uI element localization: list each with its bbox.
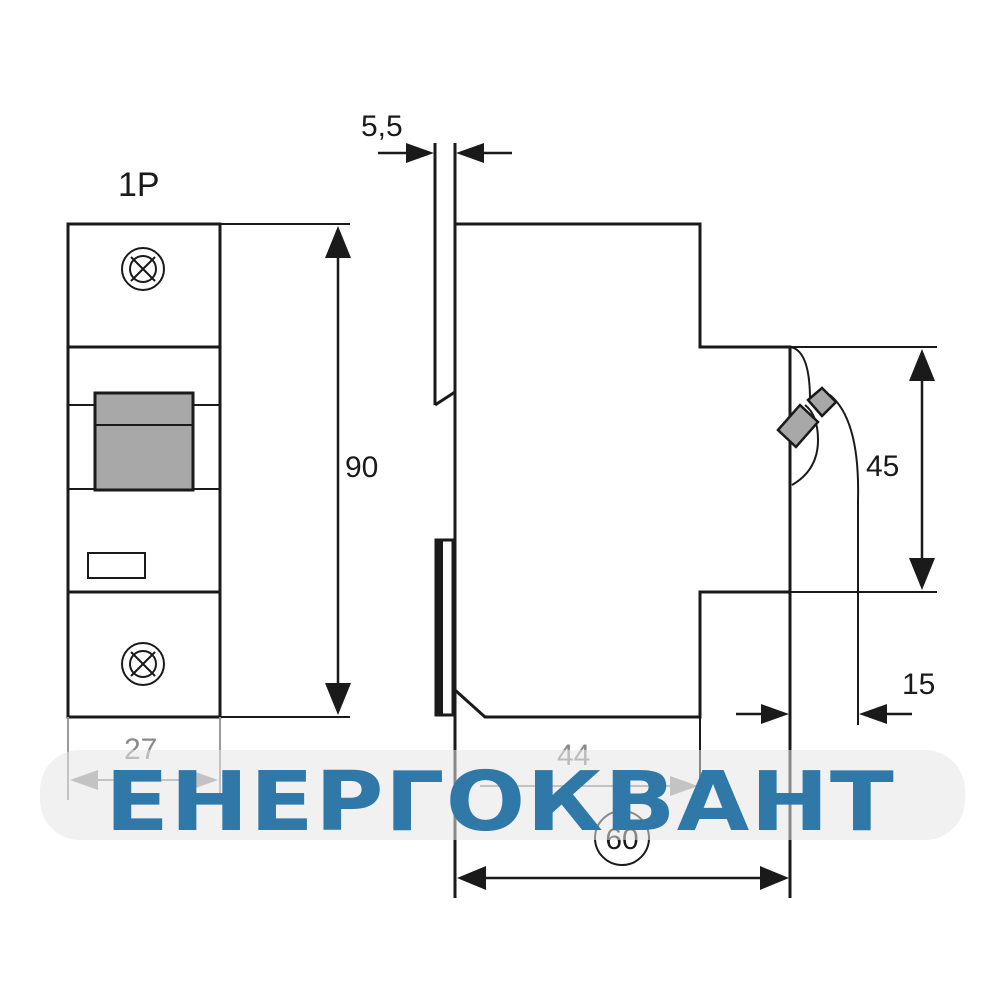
watermark-band bbox=[40, 750, 965, 840]
indicator-window bbox=[87, 552, 146, 579]
lever-zone-dimension: 45 bbox=[790, 346, 937, 593]
body-profile-upper bbox=[455, 222, 792, 898]
body-profile-lower bbox=[453, 590, 790, 719]
height-value: 90 bbox=[345, 451, 378, 484]
height-dimension: 90 bbox=[220, 223, 378, 718]
lever-offset-value: 15 bbox=[902, 668, 935, 701]
front-view: 1P bbox=[66, 166, 378, 800]
rail-clip-dimension: 5,5 bbox=[361, 110, 512, 163]
side-handle bbox=[776, 386, 838, 449]
bottom-screw-icon bbox=[121, 642, 165, 686]
toggle-handle bbox=[93, 391, 195, 492]
rail-clip-value: 5,5 bbox=[361, 110, 403, 143]
top-screw-icon bbox=[121, 247, 165, 291]
watermark: ЕНЕРГОКВАНТ bbox=[40, 750, 965, 850]
lever-offset-dimension: 15 bbox=[736, 668, 935, 724]
lever-zone-value: 45 bbox=[866, 450, 899, 483]
pole-label: 1P bbox=[118, 166, 160, 204]
watermark-text: ЕНЕРГОКВАНТ bbox=[105, 755, 895, 850]
